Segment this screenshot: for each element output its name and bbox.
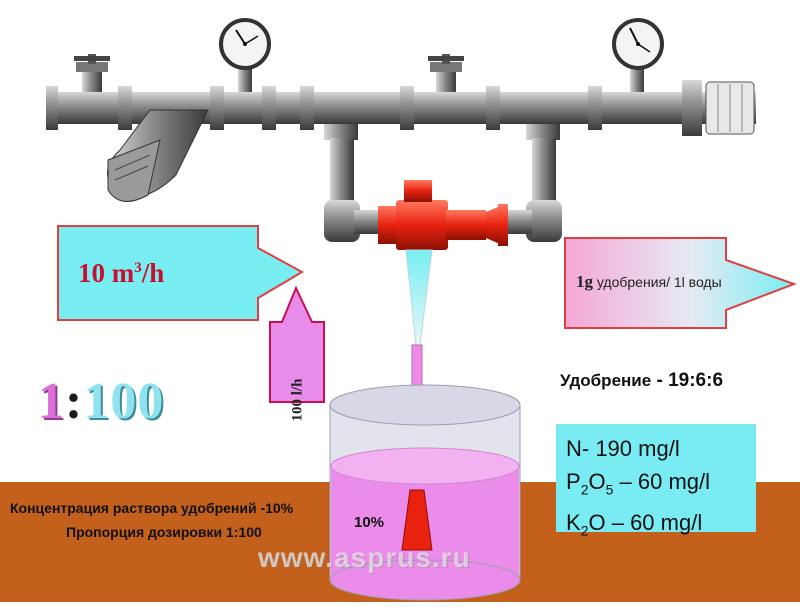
flow-in-unit: /h: [141, 258, 165, 288]
concentration-label: Концентрация раствора удобрений -10%: [10, 500, 294, 516]
fertilizer-name: Удобрение: [560, 371, 652, 390]
nutrient-p-o: O: [588, 469, 606, 494]
flow-out-text: удобрения/ 1l воды: [593, 274, 722, 290]
dose-flow-label: 100 l/h: [289, 378, 306, 422]
flow-in-value: 10 m: [78, 258, 135, 288]
nutrient-k-o: O: [588, 510, 606, 536]
nutrient-n-text: N- 190 mg/l: [566, 436, 680, 461]
nutrient-p-value: – 60 mg/l: [613, 469, 711, 494]
injector: [378, 180, 508, 250]
nutrient-p-el: P: [566, 469, 581, 494]
flow-out-prefix: 1g: [576, 272, 593, 291]
fertilizer-label: Удобрение - 19:6:6: [560, 370, 723, 392]
nutrient-k-sub: 2: [580, 522, 589, 539]
filter: [107, 109, 209, 202]
flow-out-label: 1g удобрения/ 1l воды: [576, 272, 722, 292]
flow-in-exponent: 3: [134, 260, 142, 276]
valve-left: [74, 54, 110, 92]
flow-in-arrow: [57, 225, 305, 321]
proportion-label: Пропорция дозировки 1:100: [66, 524, 262, 540]
ratio-sep: :: [65, 373, 84, 430]
gauge-left: [219, 18, 271, 92]
ratio-left: 1: [38, 373, 65, 430]
watermark: www.asprus.ru: [258, 542, 471, 573]
nutrient-p: P2O5 – 60 mg/l: [566, 465, 756, 506]
gauge-right: [612, 18, 664, 92]
nutrient-n: N- 190 mg/l: [566, 432, 756, 465]
injection-stream: [405, 249, 433, 346]
flow-out-arrow: [564, 237, 797, 329]
nutrient-box: N- 190 mg/l P2O5 – 60 mg/l K2O – 60 mg/l: [556, 424, 756, 539]
ratio-label: 1:100: [38, 372, 164, 431]
bypass: [324, 124, 562, 242]
nutrient-k-value: – 60 mg/l: [605, 510, 703, 536]
flow-in-label: 10 m3/h: [78, 258, 164, 289]
ratio-right: 100: [83, 373, 165, 430]
nutrient-k-el: K: [566, 510, 581, 536]
valve-right: [428, 54, 464, 92]
dose-flow-arrow: [269, 285, 325, 403]
nutrient-p-sub2: 5: [605, 481, 614, 498]
tank-percent-label: 10%: [354, 514, 385, 531]
main-pipe: [46, 80, 756, 136]
nutrient-k: K2O – 60 mg/l: [566, 506, 756, 547]
fertilizer-ratio: - 19:6:6: [651, 370, 724, 391]
tank: [329, 384, 521, 601]
nutrient-p-sub: 2: [580, 481, 589, 498]
